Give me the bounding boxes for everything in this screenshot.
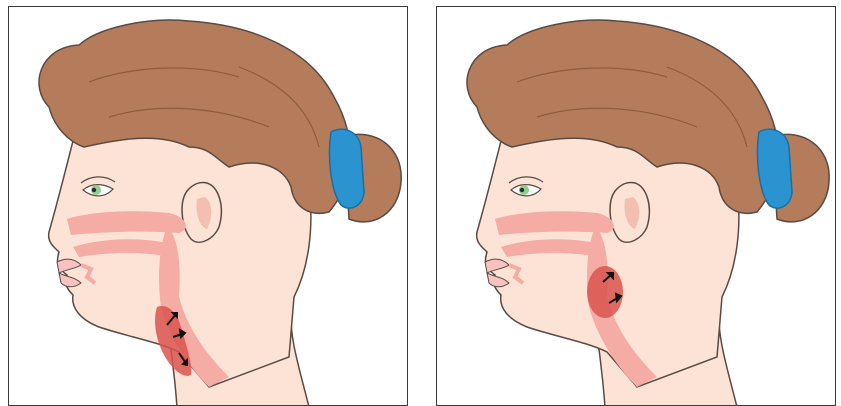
illustration-panel-right [436, 6, 836, 406]
illustration-panel-left [8, 6, 408, 406]
head-illustration [437, 7, 836, 406]
head-illustration [9, 7, 408, 406]
swelling-upper-neck [587, 266, 623, 318]
